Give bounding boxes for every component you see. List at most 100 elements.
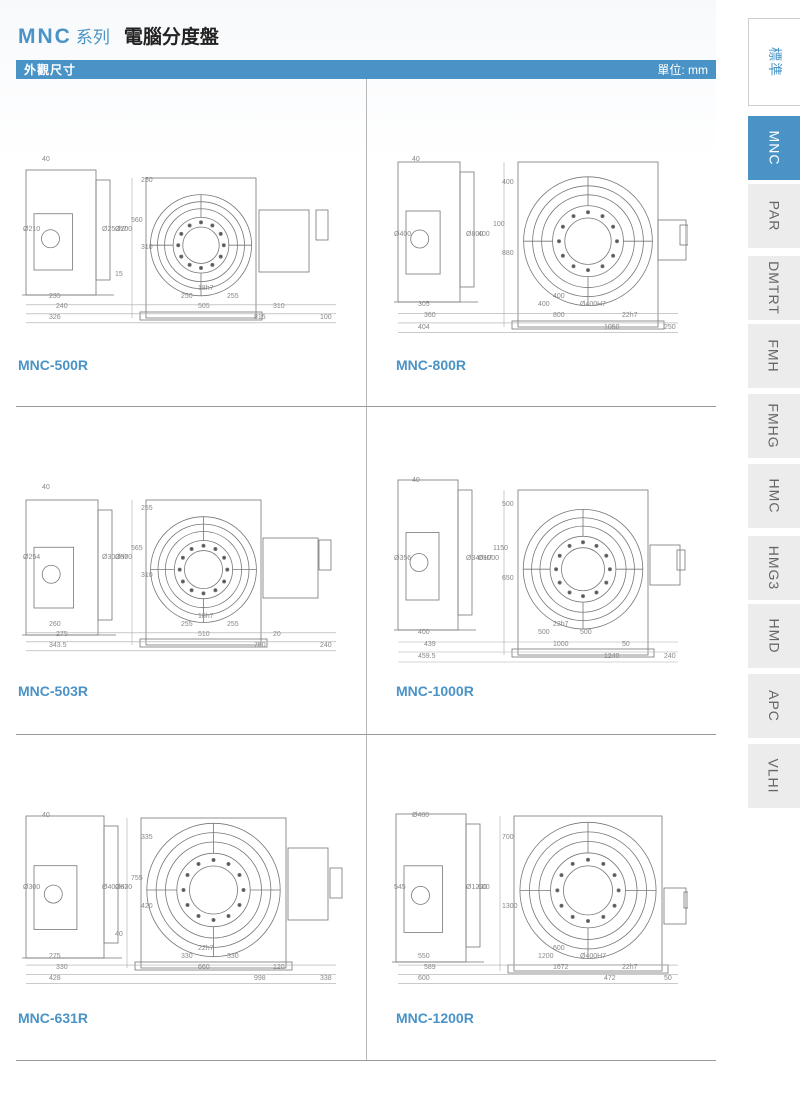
dimension-label: 50	[664, 975, 672, 982]
dimension-label: 255	[141, 505, 153, 512]
row-divider	[16, 1060, 716, 1061]
dimension-label: Ø300	[23, 884, 40, 891]
dimension-label: 439	[424, 641, 436, 648]
dimension-label: Ø630	[115, 884, 132, 891]
dimension-label: 400	[538, 301, 550, 308]
dimension-label: 1000	[553, 641, 569, 648]
dimension-label: Ø1200	[466, 884, 487, 891]
dimension-label: Ø400H7	[102, 884, 128, 891]
dimension-label: 330	[56, 964, 68, 971]
dimension-label: 330	[181, 953, 193, 960]
dimension-label: 505	[198, 303, 210, 310]
dimension-label: 250	[181, 293, 193, 300]
dimension-label: 1672	[553, 964, 569, 971]
side-tab-fmhg[interactable]: FMHG	[748, 394, 800, 458]
dimension-label: 40	[412, 156, 420, 163]
side-tab-dmtrt[interactable]: DMTRT	[748, 256, 800, 320]
dimension-label: Ø356	[394, 555, 411, 562]
dimension-label: 550	[418, 953, 430, 960]
model-name: MNC-1200R	[396, 1010, 474, 1026]
dimension-label: 1240	[604, 653, 620, 660]
dimension-label: Ø200	[115, 226, 132, 233]
dimension-label: Ø400	[394, 231, 411, 238]
dimension-label: 250	[141, 177, 153, 184]
dimension-label: 250	[664, 324, 676, 331]
side-tab-hmd[interactable]: HMD	[748, 604, 800, 668]
dimension-label: 600	[418, 975, 430, 982]
dimension-label: 880	[502, 250, 514, 257]
model-name: MNC-1000R	[396, 683, 474, 699]
dimension-label: 22h7	[622, 312, 638, 319]
header-background	[0, 0, 716, 160]
dimension-label: 472	[604, 975, 616, 982]
side-tab-mnc[interactable]: MNC	[748, 116, 800, 180]
dimension-label: 260	[49, 621, 61, 628]
dimension-label: 404	[418, 324, 430, 331]
brand-logo: MNC	[18, 25, 72, 48]
side-tab-vlhi[interactable]: VLHI	[748, 744, 800, 808]
dimension-label: 40	[412, 477, 420, 484]
dimension-label: 22h7	[198, 945, 214, 952]
dimension-label: 18h7	[198, 285, 214, 292]
side-tab-par[interactable]: PAR	[748, 184, 800, 248]
dimension-label: Ø340H7	[466, 555, 492, 562]
dimension-label: 428	[49, 975, 61, 982]
dimension-label: 700	[502, 834, 514, 841]
dimension-label: 255	[227, 293, 239, 300]
dimension-label: 400	[418, 629, 430, 636]
dimension-label: 240	[664, 653, 676, 660]
dimension-label: 255	[181, 621, 193, 628]
dimension-label: 20	[273, 631, 281, 638]
dimension-label: 600	[553, 945, 565, 952]
dimension-label: 560	[131, 217, 143, 224]
dimension-label: 310	[273, 303, 285, 310]
row-divider	[16, 734, 716, 735]
column-divider	[366, 79, 367, 1060]
side-tab-apc[interactable]: APC	[748, 674, 800, 738]
dimension-label: Ø300H7	[102, 554, 128, 561]
dimension-label: Ø210	[23, 226, 40, 233]
dimension-label: 305	[418, 301, 430, 308]
dimension-label: 998	[254, 975, 266, 982]
side-tab-hmc[interactable]: HMC	[748, 464, 800, 528]
dimension-label: 545	[394, 884, 406, 891]
section-label: 外觀尺寸	[24, 63, 77, 77]
dimension-label: 589	[424, 964, 436, 971]
dimension-label: 800	[553, 312, 565, 319]
dimension-label: Ø400H7	[580, 301, 606, 308]
dimension-label: 235	[49, 293, 61, 300]
dimension-label: 50	[622, 641, 630, 648]
dimension-label: 650	[502, 575, 514, 582]
dimension-label: 1200	[538, 953, 554, 960]
dimension-label: 343.5	[49, 642, 67, 649]
dimension-label: 22h7	[553, 621, 569, 628]
dimension-label: 255	[227, 621, 239, 628]
dimension-label: 310	[141, 244, 153, 251]
page-header: MNC 系列 電腦分度盤	[18, 22, 219, 49]
dimension-label: 400	[478, 231, 490, 238]
dimension-label: 1150	[493, 545, 508, 552]
dimension-label: 40	[42, 156, 50, 163]
dimension-label: 100	[493, 221, 505, 228]
dimension-label: 338	[320, 975, 332, 982]
dimension-label: 275	[56, 631, 68, 638]
dimension-label: Ø254	[23, 554, 40, 561]
dimension-label: Ø400H7	[580, 953, 606, 960]
dimension-label: 500	[538, 629, 550, 636]
side-tab-hmg3[interactable]: HMG3	[748, 536, 800, 600]
dimension-label: 310	[141, 572, 153, 579]
dimension-label: 420	[141, 903, 153, 910]
model-name: MNC-800R	[396, 357, 467, 373]
side-tab-fmh[interactable]: FMH	[748, 324, 800, 388]
dimension-label: 240	[56, 303, 68, 310]
dimension-label: 565	[131, 545, 143, 552]
unit-label: 單位: mm	[657, 63, 708, 77]
dimension-label: Ø250h7	[102, 226, 127, 233]
dimension-label: 40	[42, 484, 50, 491]
dimension-label: Ø800	[466, 231, 483, 238]
side-tab-standard[interactable]: 標準	[748, 18, 800, 106]
dimension-label: 40	[115, 931, 123, 938]
